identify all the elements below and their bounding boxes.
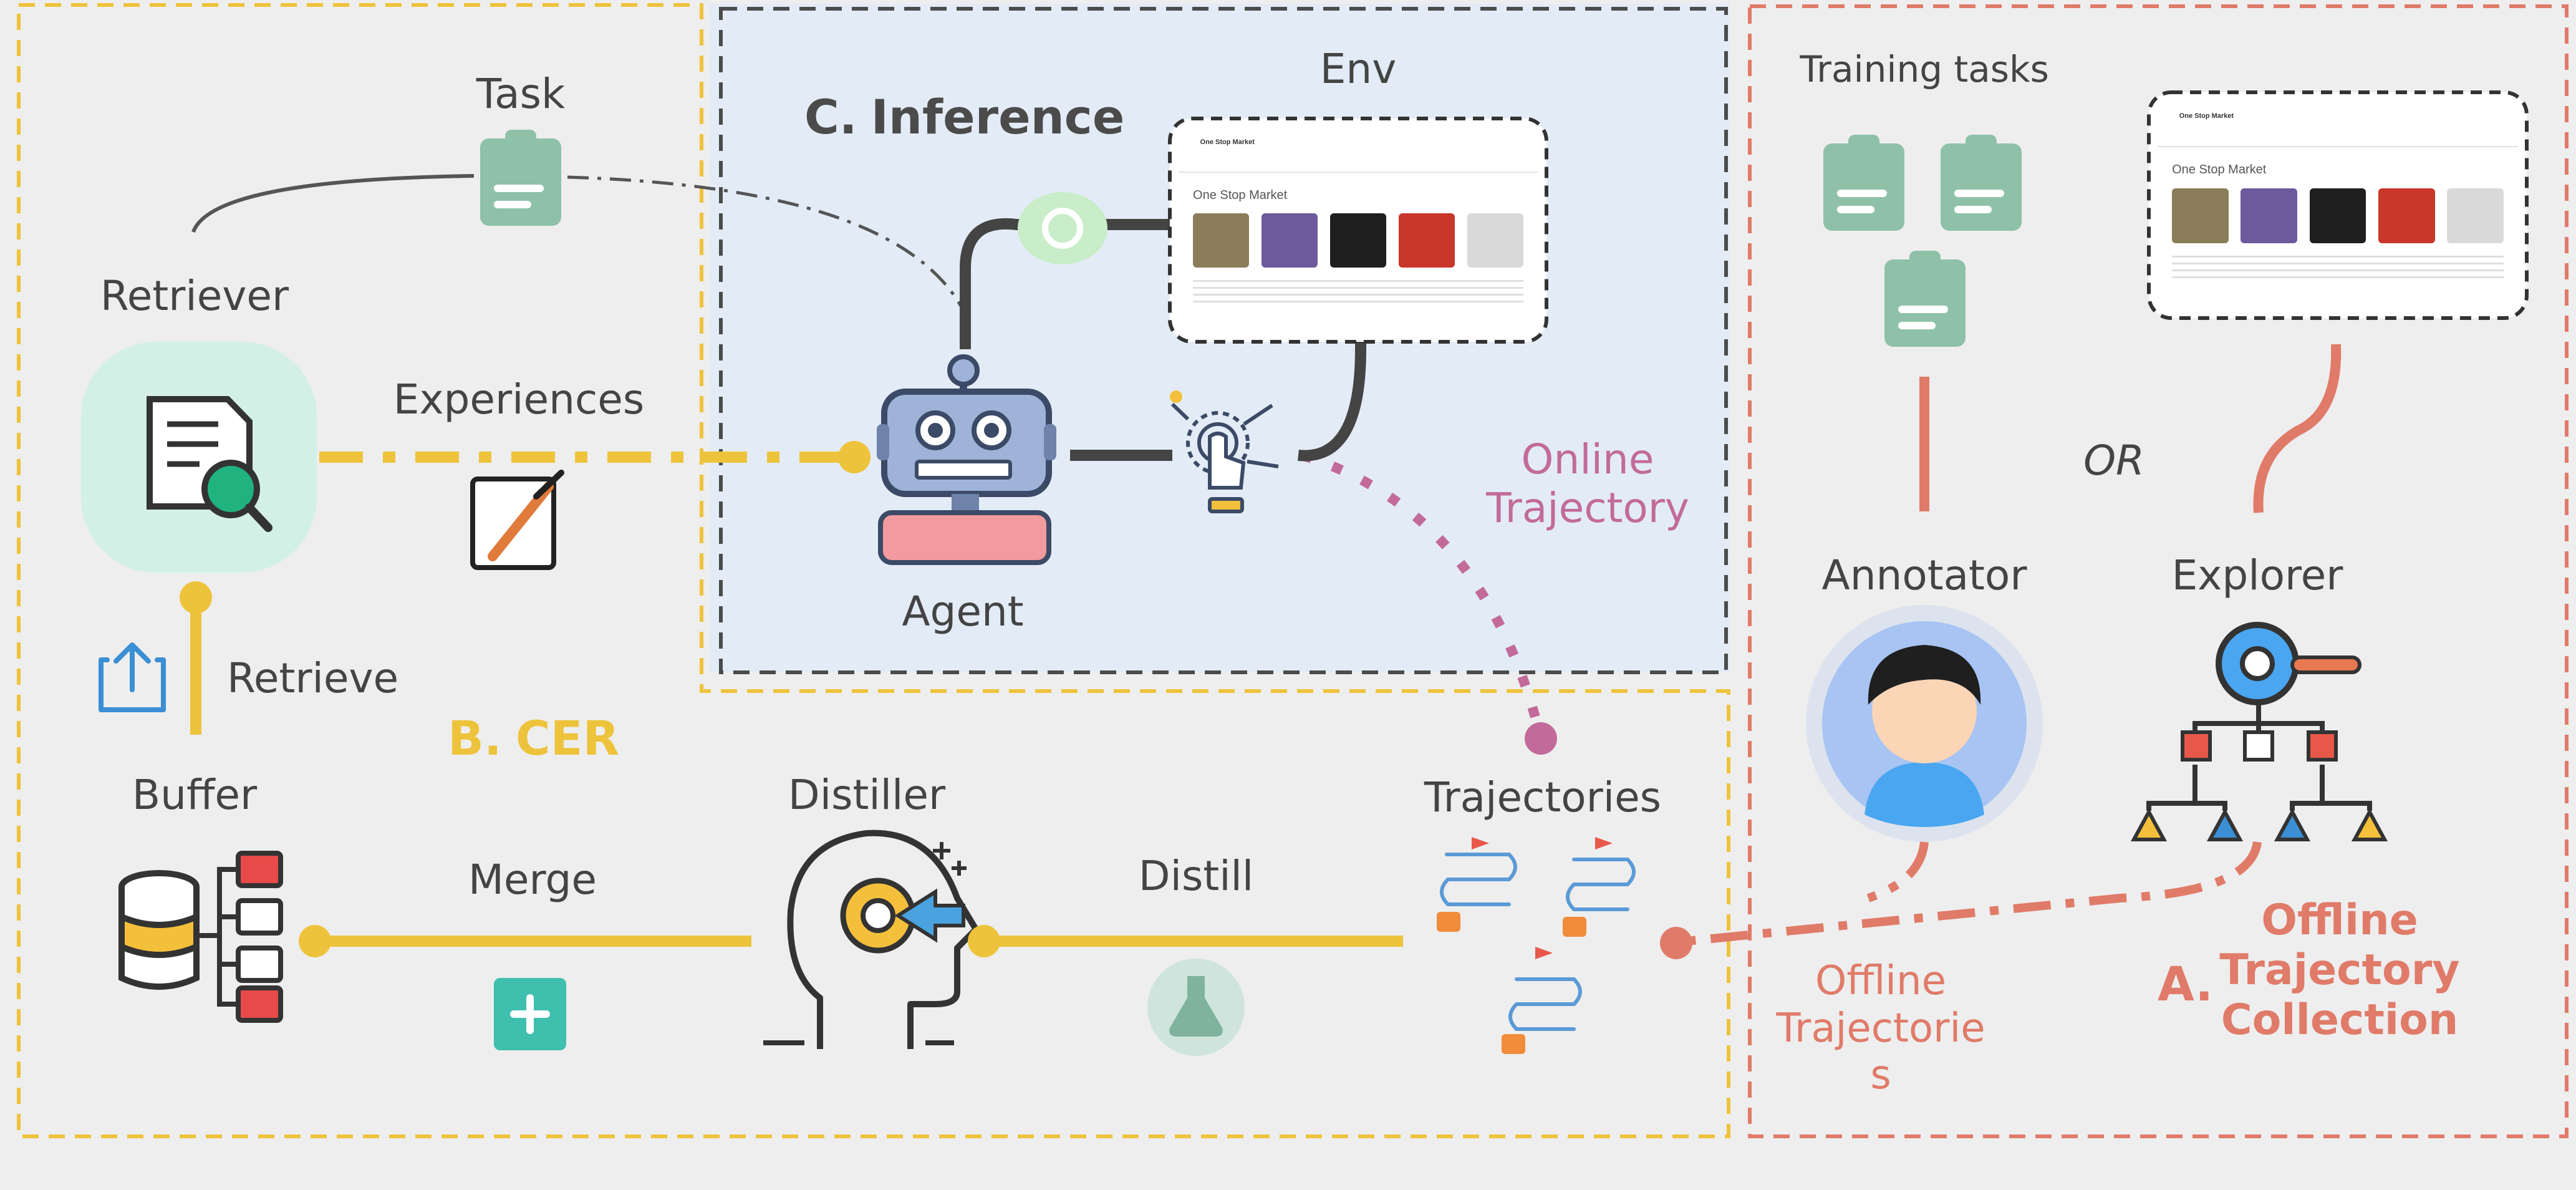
buffer-label: Buffer	[132, 771, 258, 819]
flask-icon	[1147, 959, 1245, 1056]
inference-panel-border	[719, 7, 1728, 674]
agent-env-wire	[960, 218, 1172, 349]
explorer-offline-connector	[1679, 841, 2262, 946]
inference-section-title: C.Inference	[804, 94, 1124, 141]
offline-store-logo: One Stop Market	[2179, 112, 2234, 120]
env-store-logo: One Stop Market	[1200, 138, 1255, 147]
env-explorer-connector	[2253, 344, 2342, 513]
training-task-icon-2	[1941, 135, 2022, 231]
offline-trajectories-line-2: Trajectorie	[1776, 1005, 1985, 1052]
retriever-icon	[81, 342, 317, 573]
merge-label: Merge	[468, 856, 597, 904]
plus-icon	[494, 978, 566, 1050]
offline-trajectories-line-3: s	[1870, 1052, 1891, 1099]
task-clipboard-icon	[480, 130, 561, 226]
explorer-search-tree-icon	[2130, 622, 2388, 841]
task-retriever-connector	[191, 174, 475, 233]
annotator-avatar-icon	[1806, 605, 2043, 842]
agent-label: Agent	[902, 588, 1024, 636]
distiller-label: Distiller	[788, 771, 946, 819]
distill-label: Distill	[1138, 852, 1254, 900]
experiences-endpoint	[838, 441, 871, 473]
click-hand-icon	[1170, 402, 1279, 513]
cer-section-name: CER	[515, 710, 620, 766]
agent-robot-icon	[877, 354, 1056, 565]
explorer-label: Explorer	[2171, 551, 2343, 599]
training-task-icon-1	[1823, 135, 1904, 231]
retrieve-endpoint	[180, 581, 212, 614]
distiller-head-icon	[763, 830, 979, 1049]
experiences-label: Experiences	[393, 375, 645, 423]
offline-section-line-2: Trajectory	[2219, 946, 2460, 995]
env-label: Env	[1319, 45, 1397, 93]
eye-icon	[1018, 192, 1107, 264]
click-node-icon	[1170, 390, 1182, 403]
online-trajectory-label: Online Trajectory	[1486, 435, 1689, 533]
task-label: Task	[476, 70, 566, 118]
offline-trajectories-endpoint	[1660, 927, 1692, 959]
merge-endpoint	[299, 925, 331, 957]
trajectories-label: Trajectories	[1424, 773, 1662, 821]
cer-section-title: B.CER	[448, 715, 619, 762]
share-icon	[99, 642, 166, 712]
annotator-label: Annotator	[1821, 551, 2027, 599]
cer-section-letter: B.	[448, 710, 502, 766]
offline-store-screenshot: One Stop Market One Stop Market	[2158, 100, 2518, 311]
experience-scroll-icon	[470, 470, 564, 570]
offline-section-title: Offline Trajectory Collection	[2219, 896, 2459, 1046]
distill-endpoint	[968, 925, 1000, 957]
offline-trajectories-line-1: Offline	[1815, 958, 1946, 1004]
env-store-title: One Stop Market	[1193, 188, 1288, 203]
offline-section-letter: A.	[2158, 956, 2214, 1012]
env-action-wire	[1298, 312, 1366, 462]
annotator-offline-connector	[1866, 841, 1929, 902]
offline-trajectories-label: Offline Trajectorie s	[1776, 958, 1985, 1100]
online-trajectory-line-2: Trajectory	[1486, 483, 1689, 532]
task-agent-connector	[567, 175, 965, 312]
offline-section-line-3: Collection	[2221, 995, 2459, 1045]
trajectories-icon	[1437, 837, 1636, 1054]
retrieve-label: Retrieve	[227, 654, 399, 702]
inference-section-name: Inference	[871, 89, 1125, 145]
training-task-icon-3	[1884, 251, 1966, 347]
online-trajectory-endpoint	[1525, 722, 1557, 755]
offline-panel-border	[1748, 4, 2569, 1138]
inference-section-letter: C.	[804, 89, 857, 145]
buffer-database-icon	[118, 851, 283, 1023]
online-trajectory-line-1: Online	[1521, 435, 1654, 483]
env-store-screenshot: One Stop Market One Stop Market	[1179, 126, 1538, 334]
cer-panel-border	[17, 3, 1730, 1138]
offline-store-title: One Stop Market	[2172, 163, 2267, 177]
or-label: OR	[2083, 437, 2144, 485]
retriever-label: Retriever	[100, 272, 289, 320]
offline-section-line-1: Offline	[2261, 896, 2418, 945]
training-tasks-label: Training tasks	[1800, 48, 2049, 90]
